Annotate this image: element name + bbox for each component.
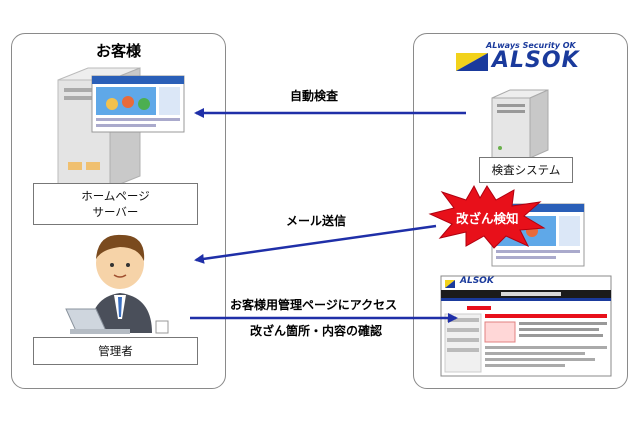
access-label-line1: お客様用管理ページにアクセス — [230, 298, 398, 312]
alert-text: 改ざん検知 — [456, 211, 519, 226]
inspection-system-label: 検査システム — [479, 157, 573, 183]
auto-inspection-label: 自動検査 — [290, 89, 339, 103]
web-server-label: ホームページ サーバー — [33, 183, 198, 225]
customer-title: お客様 — [95, 42, 141, 60]
web-server-label-line1: ホームページ — [81, 189, 150, 203]
web-server-label-line2: サーバー — [92, 205, 139, 219]
alsok-logo: ALSOK — [492, 48, 580, 73]
administrator-label-text: 管理者 — [98, 344, 133, 358]
alsok-emblem — [456, 53, 488, 71]
administrator-icon — [65, 234, 169, 334]
mail-send-label: メール送信 — [286, 214, 347, 228]
administrator-label: 管理者 — [33, 337, 198, 365]
admin-page-logo: ALSOK — [460, 276, 494, 286]
alert-burst-icon — [428, 184, 546, 249]
inspection-system-label-text: 検査システム — [491, 163, 561, 177]
alsok-tagline: ALways Security OK — [486, 41, 576, 50]
mail-send-arrow — [194, 224, 437, 264]
inspection-server-icon — [491, 89, 549, 159]
website-screenshot — [91, 75, 185, 133]
admin-page-screenshot — [440, 275, 612, 377]
access-label-line2: 改ざん箇所・内容の確認 — [250, 324, 383, 338]
